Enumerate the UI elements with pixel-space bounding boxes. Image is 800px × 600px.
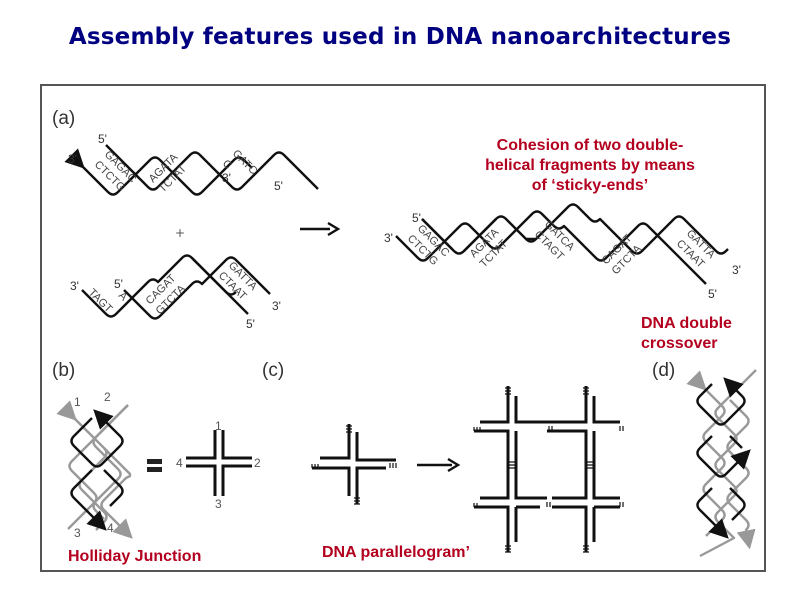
end-label: 3' [384, 231, 393, 245]
caption-sticky-ends: Cohesion of two double- helical fragment… [440, 136, 740, 196]
strand-number: 1 [74, 395, 81, 409]
strand-number: 3 [215, 497, 222, 511]
dna-product-outline [421, 218, 453, 250]
caption-line: helical fragments by means [485, 157, 695, 174]
strand-number: 1 [215, 419, 222, 433]
caption-line: crossover [641, 335, 718, 352]
strand-number: 2 [104, 390, 111, 404]
end-label: 3' [70, 279, 79, 293]
caption-line: DNA double [641, 315, 732, 332]
double-crossover-strands [686, 369, 757, 558]
end-label: 5' [246, 317, 255, 331]
strand-number: 3 [74, 526, 81, 540]
end-label: 5' [114, 277, 123, 291]
figure-frame [40, 84, 766, 572]
slide-title: Assembly features used in DNA nanoarchit… [68, 24, 732, 50]
sequence-bottom: TAGT [86, 287, 115, 316]
panel-label-b: (b) [52, 360, 75, 381]
sticky-end-ticks [473, 387, 624, 553]
end-label: 5' [274, 179, 283, 193]
caption-dna-parallelogram: DNA parallelogram’ [322, 544, 470, 561]
holliday-junction-strands [56, 400, 133, 539]
equals-sign [147, 459, 162, 472]
junction-monomer [312, 424, 396, 504]
end-label: 3' [272, 299, 281, 313]
end-label: 5' [708, 287, 717, 301]
sticky-end-ticks [311, 425, 397, 505]
end-label: 5' [98, 132, 107, 146]
dna-product [395, 203, 729, 285]
end-label: 3' [732, 263, 741, 277]
reaction-arrow [300, 221, 341, 237]
end-label: 3' [68, 152, 77, 166]
reaction-arrow [417, 457, 461, 473]
sequence-bottom: C [220, 158, 234, 172]
dna-fragment-1 [64, 144, 319, 196]
caption-line: Cohesion of two double- [496, 137, 684, 154]
end-label: 5' [412, 211, 421, 225]
strand-number: 4 [107, 521, 114, 535]
holliday-cross-symbol [186, 430, 252, 496]
caption-double-crossover: DNA double crossover [641, 314, 732, 354]
plus-sign: + [175, 226, 185, 240]
strand-number: 2 [254, 456, 261, 470]
caption-holliday-junction: Holliday Junction [68, 548, 202, 565]
caption-line: of ‘sticky-ends’ [531, 177, 649, 194]
dna-fragment-2 [81, 254, 271, 320]
parallelogram-lattice [474, 386, 620, 552]
panel-label-d: (d) [652, 360, 675, 381]
strand-number: 4 [176, 456, 183, 470]
panel-label-c: (c) [262, 360, 284, 381]
panel-label-a: (a) [52, 108, 75, 129]
end-label: 3' [222, 171, 231, 185]
